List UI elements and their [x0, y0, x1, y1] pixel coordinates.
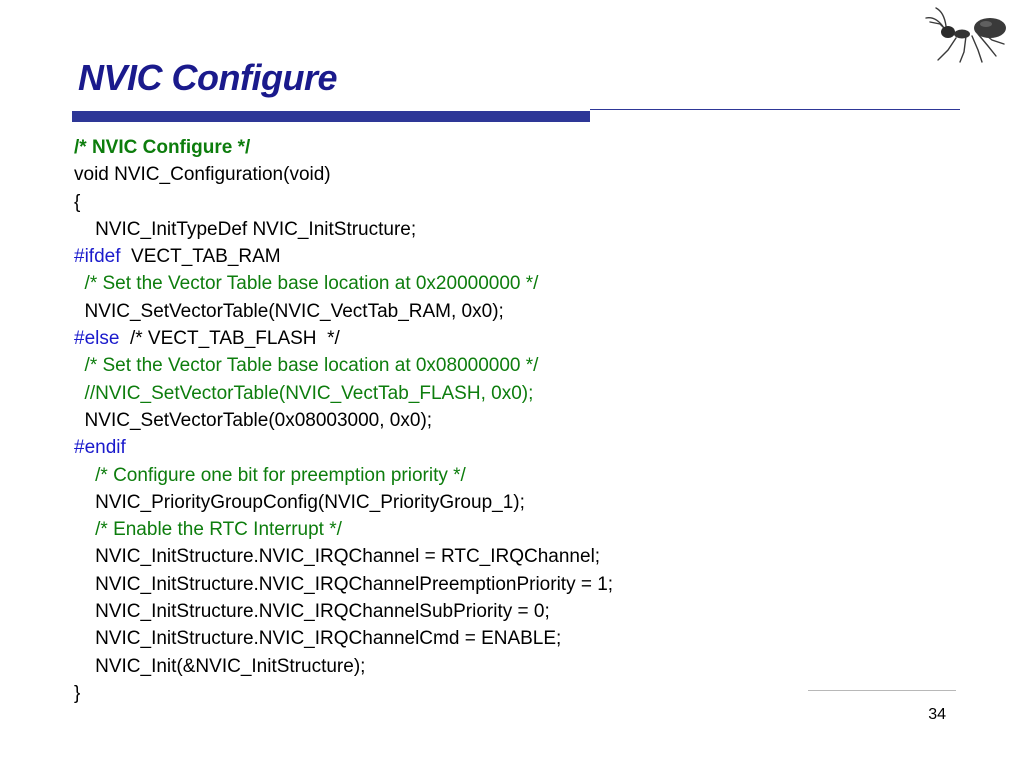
code-comment: /* Enable the RTC Interrupt */	[74, 519, 342, 541]
code-text: void NVIC_Configuration(void)	[74, 164, 331, 186]
code-line: /* Set the Vector Table base location at…	[74, 352, 774, 379]
code-text: NVIC_SetVectorTable(0x08003000, 0x0);	[74, 409, 433, 431]
title-underline-thick	[72, 111, 590, 122]
code-text: NVIC_Init(&NVIC_InitStructure);	[74, 655, 366, 677]
code-text: NVIC_InitTypeDef NVIC_InitStructure;	[74, 218, 417, 240]
code-directive: #ifdef	[74, 246, 121, 268]
code-line: {	[74, 189, 774, 216]
code-line: NVIC_InitStructure.NVIC_IRQChannelCmd = …	[74, 625, 774, 652]
code-line: NVIC_SetVectorTable(NVIC_VectTab_RAM, 0x…	[74, 298, 774, 325]
code-line: NVIC_SetVectorTable(0x08003000, 0x0);	[74, 407, 774, 434]
code-text: {	[74, 191, 81, 213]
code-text: NVIC_SetVectorTable(NVIC_VectTab_RAM, 0x…	[74, 300, 504, 322]
code-line: /* Enable the RTC Interrupt */	[74, 516, 774, 543]
code-text: }	[74, 682, 81, 704]
code-directive: #else	[74, 328, 120, 350]
code-comment: //NVIC_SetVectorTable(NVIC_VectTab_FLASH…	[74, 382, 534, 404]
code-line: NVIC_PriorityGroupConfig(NVIC_PriorityGr…	[74, 489, 774, 516]
code-line: #endif	[74, 434, 774, 461]
footer-divider	[808, 690, 956, 691]
code-comment: /* NVIC Configure */	[74, 137, 251, 158]
code-text: NVIC_InitStructure.NVIC_IRQChannelPreemp…	[74, 573, 614, 595]
code-directive: #endif	[74, 437, 126, 459]
ant-icon	[925, 7, 1006, 63]
code-line: /* Configure one bit for preemption prio…	[74, 462, 774, 489]
code-line: void NVIC_Configuration(void)	[74, 161, 774, 188]
code-line: //NVIC_SetVectorTable(NVIC_VectTab_FLASH…	[74, 380, 774, 407]
code-comment: /* Configure one bit for preemption prio…	[74, 464, 466, 486]
code-line: /* Set the Vector Table base location at…	[74, 270, 774, 297]
code-comment: /* Set the Vector Table base location at…	[74, 273, 539, 295]
code-line: NVIC_InitStructure.NVIC_IRQChannel = RTC…	[74, 543, 774, 570]
code-line: /* NVIC Configure */	[74, 134, 774, 161]
code-block: /* NVIC Configure */ void NVIC_Configurat…	[74, 134, 774, 707]
code-text: /* VECT_TAB_FLASH */	[119, 328, 340, 350]
code-comment: /* Set the Vector Table base location at…	[74, 355, 539, 377]
code-text: NVIC_InitStructure.NVIC_IRQChannelCmd = …	[74, 628, 562, 650]
code-text: VECT_TAB_RAM	[120, 246, 281, 268]
code-text: NVIC_InitStructure.NVIC_IRQChannelSubPri…	[74, 601, 550, 623]
code-line: #else /* VECT_TAB_FLASH */	[74, 325, 774, 352]
code-line: }	[74, 680, 774, 707]
slide-title: NVIC Configure	[78, 57, 338, 98]
title-underline-thin	[590, 109, 960, 110]
code-line: NVIC_InitTypeDef NVIC_InitStructure;	[74, 216, 774, 243]
code-text: NVIC_PriorityGroupConfig(NVIC_PriorityGr…	[74, 491, 525, 513]
code-line: NVIC_Init(&NVIC_InitStructure);	[74, 653, 774, 680]
code-line: #ifdef VECT_TAB_RAM	[74, 243, 774, 270]
code-text: NVIC_InitStructure.NVIC_IRQChannel = RTC…	[74, 546, 601, 568]
code-line: NVIC_InitStructure.NVIC_IRQChannelSubPri…	[74, 598, 774, 625]
code-line: NVIC_InitStructure.NVIC_IRQChannelPreemp…	[74, 571, 774, 598]
page-number: 34	[928, 706, 946, 723]
